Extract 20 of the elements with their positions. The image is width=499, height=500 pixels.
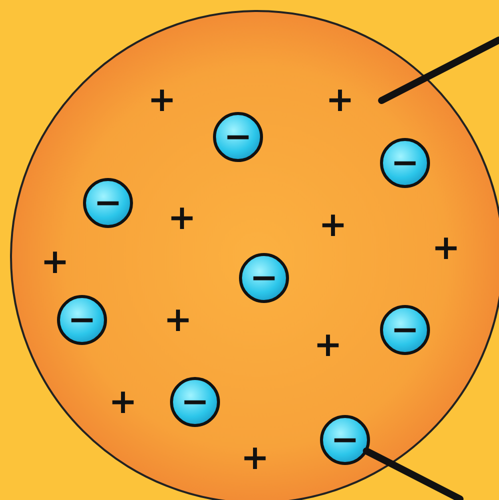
- charge-sign: +: [164, 303, 192, 337]
- leader-line: [362, 447, 464, 500]
- charge-sign: +: [40, 245, 70, 279]
- electron-circle: −: [320, 415, 370, 465]
- charge-sign: +: [168, 201, 196, 235]
- electron-circle: −: [213, 112, 263, 162]
- electron-circle: −: [239, 253, 289, 303]
- electron-circle: −: [380, 138, 430, 188]
- charge-sign: +: [108, 385, 138, 419]
- electron-circle: −: [57, 295, 107, 345]
- charge-sign: +: [314, 328, 342, 362]
- electron-circle: −: [380, 305, 430, 355]
- charge-sign: +: [148, 83, 176, 117]
- electron-circle: −: [83, 178, 133, 228]
- leader-line: [378, 36, 499, 104]
- charge-sign: +: [326, 83, 354, 117]
- charge-sign: +: [318, 208, 348, 242]
- charge-sign: +: [432, 231, 460, 265]
- charge-sign: +: [240, 441, 270, 475]
- electron-circle: −: [170, 377, 220, 427]
